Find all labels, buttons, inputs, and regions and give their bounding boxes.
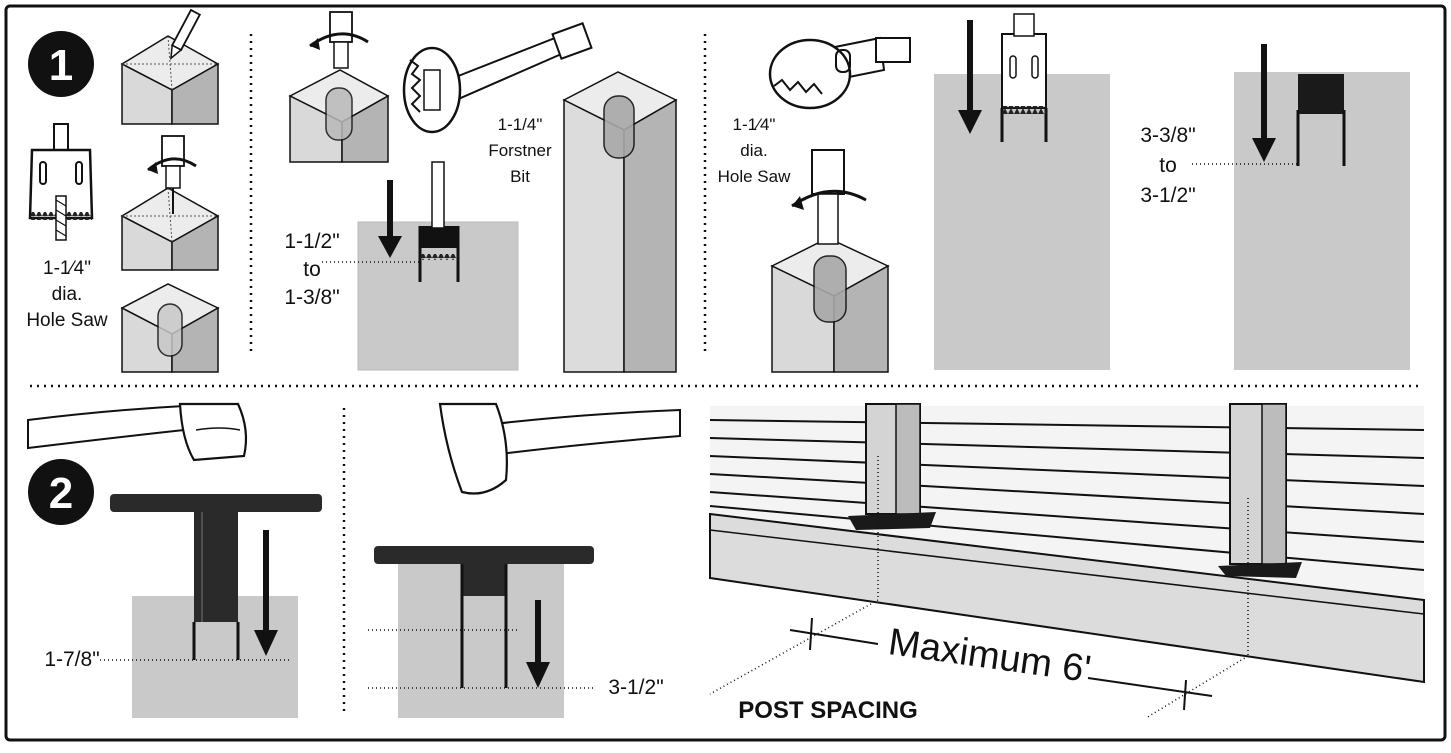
depth-b-top: 3-3/8" [1140,124,1195,147]
holesaw-a-dia: dia. [52,284,83,305]
depth-a-top: 1-1/2" [284,230,339,253]
svg-text:1: 1 [49,41,73,90]
cutaway-depth-a [322,161,519,371]
insert-depth-a [100,494,322,718]
forstner-bit-icon [402,22,593,134]
section-dividers [30,34,1422,716]
mallet-icon-b [438,402,681,495]
tall-post-with-hole [562,71,678,373]
post-marking-center [120,8,220,125]
cutaway-holesaw-b [1192,44,1410,370]
insert-depth-b [368,546,596,718]
cutaway-holesaw-a [934,13,1110,370]
depth-b-bottom: 3-1/2" [1140,184,1195,207]
post-drilling-pilot [120,135,220,271]
holesaw-b-dia: dia. [740,141,767,160]
post-with-hole [120,283,220,373]
holesaw-b-name: Hole Saw [718,167,791,186]
step-2-badge: 2 [28,459,94,525]
forstner-bit: Bit [510,167,530,186]
insert-depth-b-label: 3-1/2" [608,676,663,699]
spacing-title: POST SPACING [738,697,918,724]
svg-text:2: 2 [49,469,73,518]
forstner-name: Forstner [488,141,552,160]
holesaw-a-name: Hole Saw [26,310,108,331]
holesaw-a-size: 1-1⁄4" [43,258,91,279]
holesaw-b-size: 1-1⁄4" [733,115,776,134]
post-drilling-forstner [288,11,390,163]
mallet-icon-a [27,402,248,462]
post-drilling-holesaw [770,149,890,373]
deck-post-spacing [709,403,1425,719]
depth-b-to: to [1159,154,1177,177]
depth-a-bottom: 1-3/8" [284,286,339,309]
hole-saw-icon-b [768,36,911,110]
step-1-badge: 1 [28,31,94,97]
insert-depth-a-label: 1-7/8" [44,648,99,671]
depth-a-to: to [303,258,321,281]
hole-saw-icon [28,123,94,241]
forstner-size: 1-1/4" [498,115,543,134]
pencil-icon [170,8,202,60]
